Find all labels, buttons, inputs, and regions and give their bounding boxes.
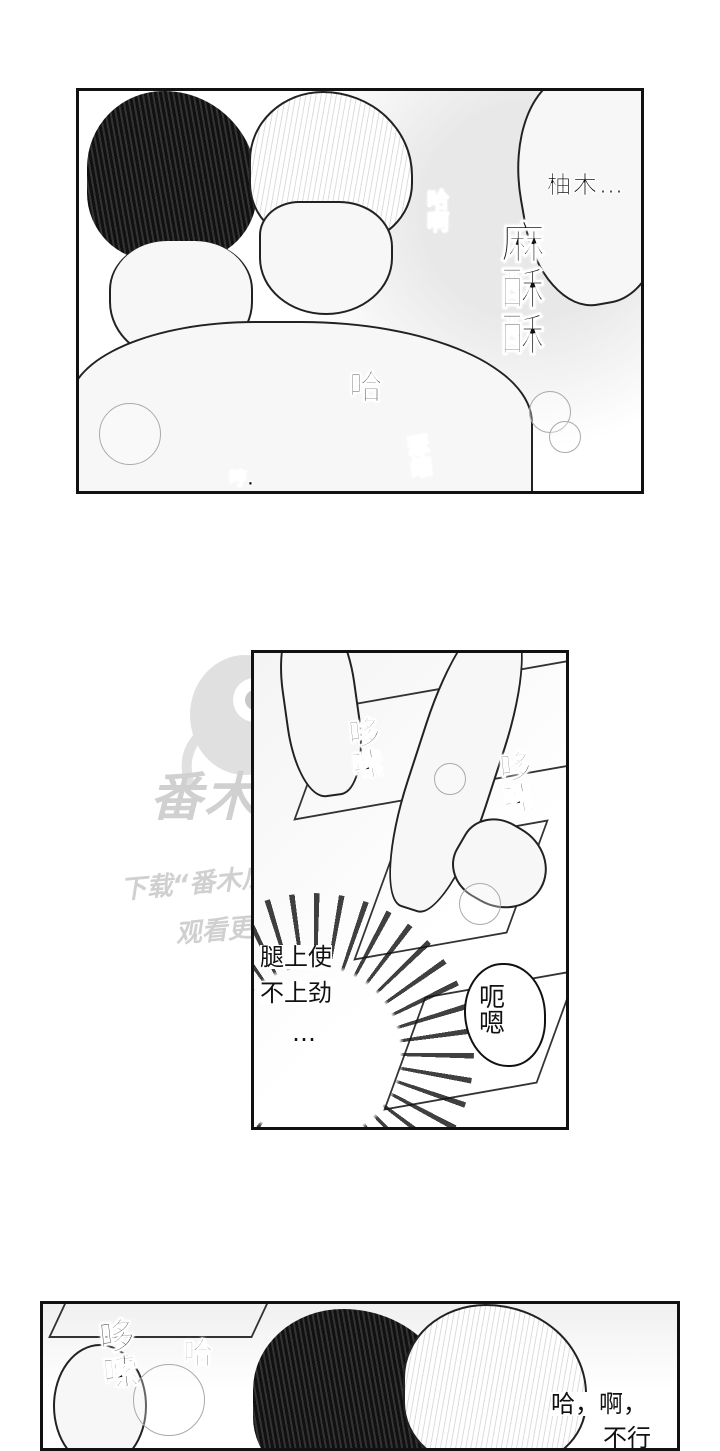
- comic-panel-2: 哆 嗦 哆 嗦 腿上使 不上劲 … 呃 嗯: [251, 650, 569, 1130]
- bubble: [133, 1364, 205, 1436]
- sfx-tingle: 麻 酥 酥: [501, 218, 546, 362]
- sfx-ha: 哈: [183, 1337, 214, 1372]
- speaker-line-yuzuki: 柚木…: [547, 171, 625, 199]
- wall-tile: [48, 1304, 282, 1338]
- caption-line-3: …: [292, 1019, 316, 1047]
- torso: [79, 321, 533, 491]
- bubble: [434, 763, 466, 795]
- comic-panel-3: 哆 嗦 哈 哈，啊， 不行: [40, 1301, 680, 1451]
- bubble: [459, 883, 501, 925]
- sfx-hm: 哼.: [229, 469, 255, 490]
- caption-line-1: 腿上使: [260, 943, 332, 971]
- speech-bubble: [464, 963, 546, 1067]
- dark-hair-character: [87, 91, 257, 261]
- light-hair-character: [403, 1304, 587, 1448]
- arm: [53, 1344, 147, 1448]
- sfx-ha: 哈: [349, 368, 384, 408]
- speech-line-2: 不行: [603, 1424, 651, 1451]
- speech-line-1: 哈，啊，: [551, 1390, 647, 1418]
- bubble: [99, 403, 161, 465]
- caption-line-2: 不上劲: [260, 979, 332, 1007]
- sfx-tremble: 哆 嗦: [97, 1315, 142, 1396]
- light-hair-face: [259, 201, 393, 315]
- sfx-haa: 哈 啊: [426, 189, 452, 236]
- sfx-tremble-right: 哆 嗦: [497, 746, 537, 820]
- bubble: [549, 421, 581, 453]
- sfx-tremble-left: 哆 嗦: [346, 712, 386, 786]
- comic-panel-1: 柚木… 哈 啊 麻 酥 酥 哈 瑟 缩 哼.: [76, 88, 644, 494]
- sfx-uhm: 呃 嗯: [479, 983, 506, 1039]
